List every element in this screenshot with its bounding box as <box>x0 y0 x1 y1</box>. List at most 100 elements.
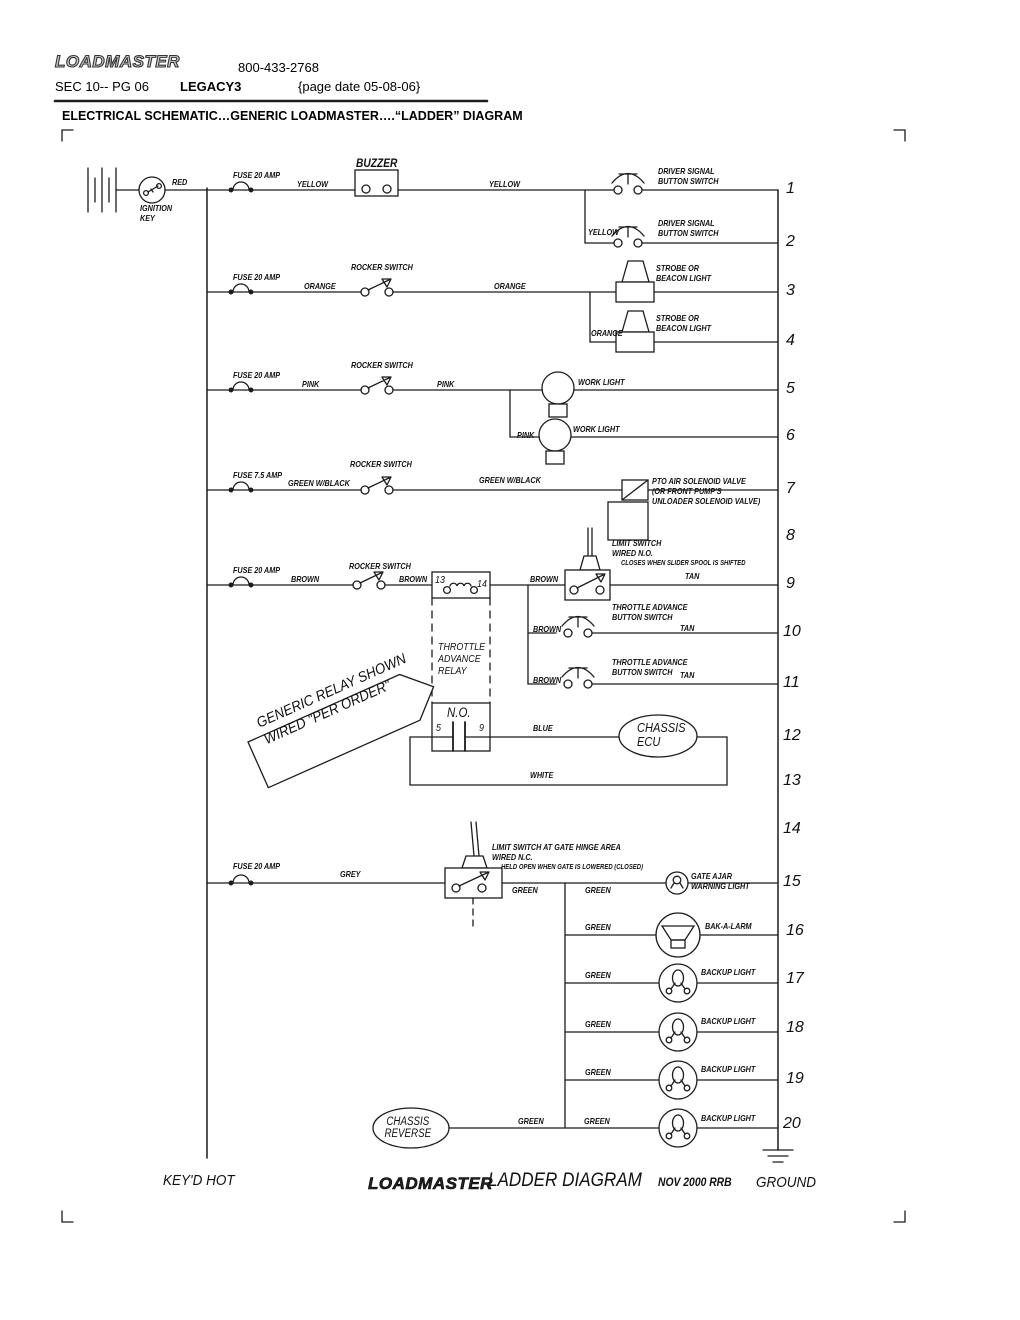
ground-label: GROUND <box>756 1174 817 1191</box>
wire-label: ORANGE <box>494 281 526 291</box>
wire-label: TAN <box>680 670 695 680</box>
wire-label: GREEN <box>512 885 538 895</box>
wire-label: PINK <box>517 430 535 440</box>
rung-number-14: 14 <box>783 820 801 837</box>
rung-number-17: 17 <box>786 970 804 987</box>
relay-terminal-9: 9 <box>479 722 484 734</box>
wire-label: WHITE <box>530 770 554 780</box>
load-label: BACKUP LIGHT <box>701 1016 756 1026</box>
header-model: LEGACY3 <box>180 79 242 94</box>
gate-limit-switch-label: LIMIT SWITCH AT GATE HINGE AREA WIRED N.… <box>492 842 621 863</box>
header-logo: LOADMASTER <box>54 51 180 71</box>
wire-label: BROWN <box>530 574 559 584</box>
wire-label: GREEN W/BLACK <box>288 478 350 488</box>
wire-label: GREEN <box>584 1116 610 1126</box>
rung-number-5: 5 <box>786 380 795 397</box>
relay-terminal-14: 14 <box>477 578 487 590</box>
limit-switch-note: CLOSES WHEN SLIDER SPOOL IS SHIFTED <box>621 560 746 567</box>
fuse-label-r1: FUSE 20 AMP <box>233 170 281 180</box>
relay-terminal-5: 5 <box>436 722 441 734</box>
rung-number-4: 4 <box>786 332 795 349</box>
rung-number-11: 11 <box>783 674 800 691</box>
load-label: WORK LIGHT <box>578 377 625 387</box>
gate-limit-switch-note: HELD OPEN WHEN GATE IS LOWERED (CLOSED) <box>501 864 644 871</box>
wire-label: GREEN <box>585 922 611 932</box>
wire-label: GREY <box>340 869 361 879</box>
fuse-label-r5: FUSE 20 AMP <box>233 370 281 380</box>
limit-switch-icon <box>564 527 611 601</box>
rung-number-7: 7 <box>786 480 795 497</box>
load-label: BACKUP LIGHT <box>701 967 756 977</box>
rung-number-19: 19 <box>786 1070 804 1087</box>
speaker-icon <box>655 912 701 958</box>
chassis-ecu-ellipse <box>618 714 698 758</box>
battery-icon <box>87 167 117 213</box>
keyd-hot-label: KEY'D HOT <box>163 1172 235 1189</box>
load-label: PTO AIR SOLENOID VALVE (OR FRONT PUMP'S … <box>652 476 761 507</box>
wire-label: ORANGE <box>304 281 336 291</box>
rung-number-12: 12 <box>783 727 801 744</box>
fuse-label-r15: FUSE 20 AMP <box>233 861 281 871</box>
switch-label: DRIVER SIGNAL BUTTON SWITCH <box>658 166 719 187</box>
switch-label: ROCKER SWITCH <box>351 262 413 272</box>
load-label: GATE AJAR WARNING LIGHT <box>691 871 750 892</box>
switch-label: ROCKER SWITCH <box>350 459 412 469</box>
rung-number-15: 15 <box>783 873 801 890</box>
rung-number-3: 3 <box>786 282 795 299</box>
wire-label: GREEN W/BLACK <box>479 475 541 485</box>
header-page-date: {page date 05-08-06} <box>298 79 421 94</box>
wire-label: GREEN <box>585 970 611 980</box>
rung-number-2: 2 <box>786 233 795 250</box>
switch-label: ROCKER SWITCH <box>351 360 413 370</box>
load-label: WORK LIGHT <box>573 424 620 434</box>
wire-label: YELLOW <box>588 227 619 237</box>
ignition-key-icon <box>138 176 166 204</box>
wire-label: YELLOW <box>489 179 520 189</box>
wire-label: GREEN <box>585 1019 611 1029</box>
switch-label: ROCKER SWITCH <box>349 561 411 571</box>
page-title: ELECTRICAL SCHEMATIC…GENERIC LOADMASTER…… <box>62 109 523 123</box>
wire-label: TAN <box>680 623 695 633</box>
wire-label: GREEN <box>518 1116 544 1126</box>
switch-label: DRIVER SIGNAL BUTTON SWITCH <box>658 218 719 239</box>
load-label: BAK-A-LARM <box>705 921 752 931</box>
wire-label: YELLOW <box>297 179 328 189</box>
rung-number-18: 18 <box>786 1019 804 1036</box>
banner-arrow <box>247 673 435 789</box>
ground-icon <box>762 1149 794 1163</box>
solenoid-valve-icon <box>607 479 649 541</box>
wire-label: BROWN <box>533 675 562 685</box>
buzzer-label: BUZZER <box>356 156 398 170</box>
wire-label: BROWN <box>533 624 562 634</box>
wire-label-red: RED <box>172 177 188 187</box>
fuse-label-r3: FUSE 20 AMP <box>233 272 281 282</box>
footer-logo: LOADMASTER <box>368 1174 493 1194</box>
limit-switch-label: LIMIT SWITCH WIRED N.O. <box>612 538 662 559</box>
switch-label: THROTTLE ADVANCE BUTTON SWITCH <box>612 602 688 623</box>
wire-label: TAN <box>685 571 700 581</box>
wire-label: BROWN <box>399 574 428 584</box>
wire-label: ORANGE <box>591 328 623 338</box>
rung-number-9: 9 <box>786 575 795 592</box>
rung-number-16: 16 <box>786 922 804 939</box>
header-section: SEC 10-- PG 06 <box>55 79 149 94</box>
gate-limit-switch-icon <box>444 821 503 931</box>
footer-revision: NOV 2000 RRB <box>658 1177 732 1189</box>
wire-label: PINK <box>437 379 455 389</box>
switch-label: THROTTLE ADVANCE BUTTON SWITCH <box>612 657 688 678</box>
rung-number-13: 13 <box>783 772 801 789</box>
load-label: STROBE OR BEACON LIGHT <box>656 263 711 284</box>
load-label: BACKUP LIGHT <box>701 1064 756 1074</box>
load-label: BACKUP LIGHT <box>701 1113 756 1123</box>
relay-coil <box>431 571 491 599</box>
rung-number-6: 6 <box>786 427 795 444</box>
header-phone: 800-433-2768 <box>238 60 319 75</box>
rung-number-1: 1 <box>786 180 795 197</box>
rung-number-10: 10 <box>783 623 801 640</box>
relay-box <box>431 597 491 752</box>
wire-label: GREEN <box>585 885 611 895</box>
ignition-key-label: IGNITION KEY <box>140 203 173 224</box>
chassis-ecu-label: CHASSIS ECU <box>637 720 686 749</box>
